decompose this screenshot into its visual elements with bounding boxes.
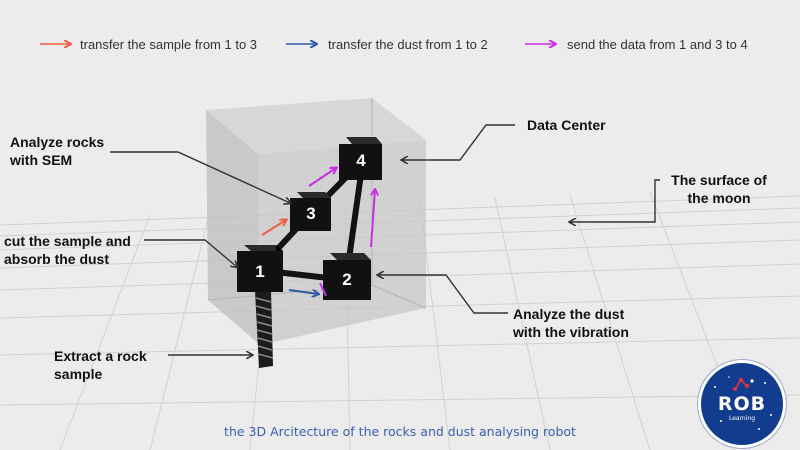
logo-subtext: Learning (728, 415, 756, 422)
module-1-label: 1 (255, 262, 265, 281)
logo-graphic-icon (714, 376, 772, 430)
label-extract-sample: Extract a rock sample (54, 348, 147, 382)
arrow-data-1-to-2 (319, 282, 327, 297)
module-3-label: 3 (306, 204, 316, 223)
arrow-sample-1-to-3 (261, 220, 286, 236)
diagram-caption: the 3D Arcitecture of the rocks and dust… (224, 424, 576, 439)
drill-arm (255, 290, 274, 368)
arrow-data-2-to-4 (370, 190, 375, 248)
arrow-data-3-to-4 (308, 168, 336, 187)
module-4-label: 4 (356, 151, 366, 170)
legend-label-sample-transfer: transfer the sample from 1 to 3 (80, 37, 258, 52)
legend-label-data-send: send the data from 1 and 3 to 4 (567, 37, 748, 52)
module-4-box (339, 137, 382, 180)
legend-label-dust-transfer: transfer the dust from 1 to 2 (328, 37, 488, 52)
module-2-label: 2 (342, 270, 352, 289)
label-moon-surface: The surface of the moon (671, 172, 767, 206)
arrow-dust-1-to-2 (288, 289, 318, 294)
logo-text: ROB (717, 393, 767, 415)
label-analyze-dust: Analyze the dust with the vibration (513, 306, 629, 340)
module-2-box (323, 253, 371, 300)
label-analyze-rocks: Analyze rocks with SEM (10, 134, 105, 168)
rob-learning-logo: ROB Learning (698, 360, 786, 448)
module-1-box (237, 245, 283, 292)
label-data-center: Data Center (527, 117, 606, 133)
label-cut-sample: cut the sample and absorb the dust (4, 233, 131, 267)
module-3-box (290, 192, 331, 231)
callout-lines (110, 124, 660, 355)
